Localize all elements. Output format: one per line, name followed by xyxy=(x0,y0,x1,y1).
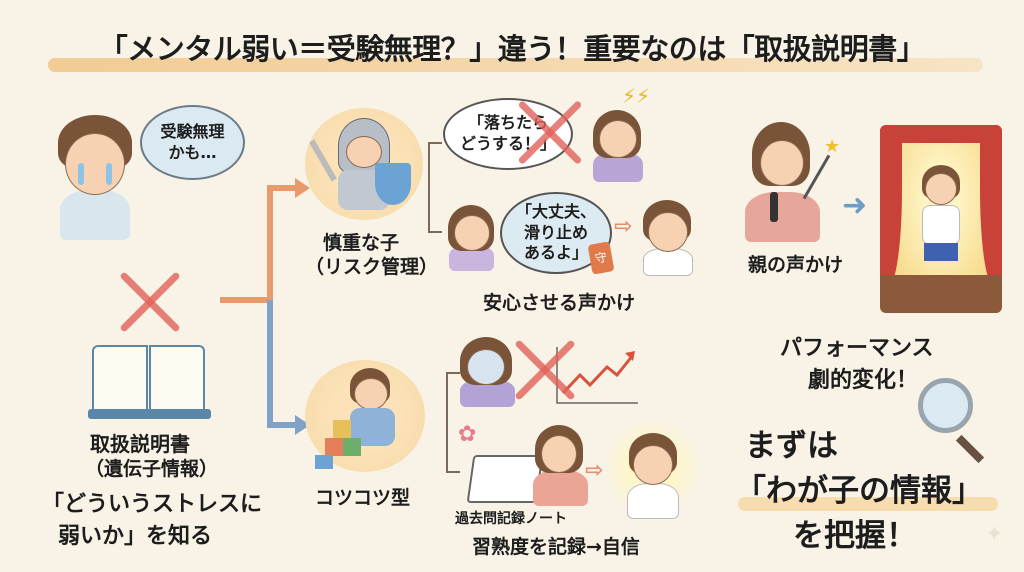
page-title: 「メンタル弱い＝受験無理？」違う！重要なのは「取扱説明書」 xyxy=(98,32,926,66)
stressed-child-illustration xyxy=(455,335,520,407)
block-building-child-illustration xyxy=(305,360,425,472)
good-speech-bubble: 「大丈夫、滑り止めあるよ」 xyxy=(500,192,612,274)
bubble-line: あるよ」 xyxy=(523,243,588,263)
reassure-caption: 安心させる声かけ xyxy=(483,292,636,314)
careful-child-sub-label: （リスク管理） xyxy=(305,256,439,278)
bubble-line: 滑り止め xyxy=(523,222,588,242)
branch-line xyxy=(446,372,460,374)
branch-arrows xyxy=(215,170,315,440)
arrow-right-icon: ⇨ xyxy=(614,214,633,239)
confidence-caption: 習熟度を記録→自信 xyxy=(472,536,640,558)
thought-line: 受験無理 xyxy=(160,121,225,141)
branch-line xyxy=(428,142,442,144)
title-highlight xyxy=(48,58,983,72)
branch-line xyxy=(428,231,442,233)
cta-line2: 「わが子の情報」 xyxy=(735,473,983,509)
know-text-line1: 「どういうストレスに xyxy=(42,492,263,517)
mother-with-microphone-illustration: ★ xyxy=(740,122,840,242)
amulet-icon: 守 xyxy=(587,241,615,275)
branch-line xyxy=(446,372,448,472)
branch-line xyxy=(428,142,430,232)
parent-voice-label: 親の声かけ xyxy=(748,254,844,276)
branch-line xyxy=(446,471,460,473)
bubble-line: 「大丈夫、 xyxy=(515,201,596,221)
know-text-line2: 弱いか」を知る xyxy=(58,524,213,549)
knight-child-illustration xyxy=(305,108,423,220)
cta-line3: を把握！ xyxy=(793,518,917,554)
performance-change-label: 劇的変化！ xyxy=(808,368,919,393)
worried-boy-illustration xyxy=(50,115,140,240)
arrow-right-icon: ⇨ xyxy=(585,458,604,483)
careful-child-label: 慎重な子 xyxy=(323,232,400,254)
arrow-right-icon: ➜ xyxy=(842,188,868,223)
thought-bubble: 受験無理かも… xyxy=(140,105,245,180)
calm-mother-illustration xyxy=(444,205,499,271)
cross-mark-icon xyxy=(510,330,580,410)
cross-mark-icon xyxy=(515,90,585,175)
manual-label: 取扱説明書 xyxy=(90,432,190,456)
cta-line1: まずは xyxy=(745,428,838,464)
lightning-icon: ⚡⚡ xyxy=(622,84,651,108)
writing-mother-illustration xyxy=(530,425,590,506)
flower-icon: ✿ xyxy=(458,422,477,447)
star-icon: ★ xyxy=(824,136,841,157)
note-label: 過去問記録ノート xyxy=(455,511,567,527)
happy-boy-illustration xyxy=(640,200,695,276)
performance-label: パフォーマンス xyxy=(780,336,934,361)
manual-sub-label: （遺伝子情報） xyxy=(85,458,219,480)
amulet-text: 守 xyxy=(593,250,609,266)
cta-highlight xyxy=(738,497,998,511)
steady-child-label: コツコツ型 xyxy=(315,487,411,509)
thought-line: かも… xyxy=(168,142,217,162)
cross-mark-icon xyxy=(112,262,187,342)
stage-performance-illustration xyxy=(880,125,1002,313)
magnifier-icon xyxy=(918,378,998,464)
sparkle-icon: ✦ xyxy=(985,522,1004,547)
angry-mother-illustration xyxy=(588,110,648,182)
confident-boy-illustration xyxy=(605,415,700,520)
open-book-icon xyxy=(88,345,211,420)
